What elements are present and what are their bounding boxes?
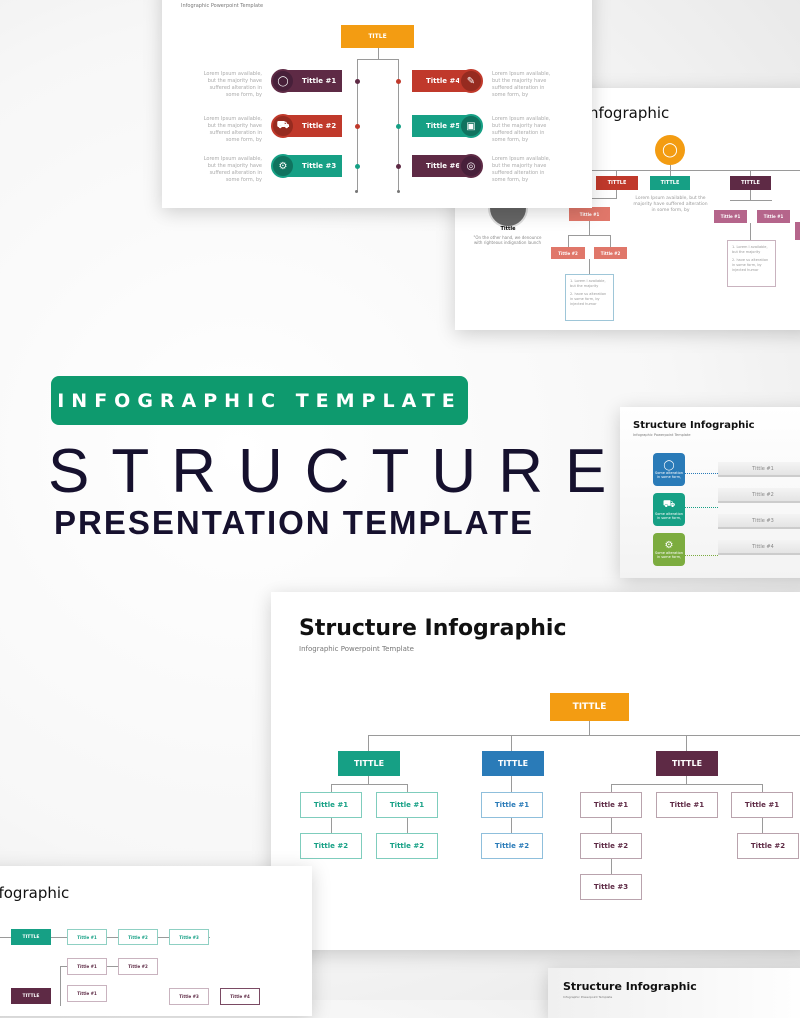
org-leaf: Tittle #1 [67, 985, 107, 1002]
slide-preview-bottom: Structure Infographic Infographic Powerp… [548, 968, 800, 1018]
org-leaf: Tittle #3 [169, 988, 209, 1005]
slide-title: Structure Infographic [633, 420, 755, 431]
org-leaf: Tittle #2 [300, 833, 362, 859]
item-description: Lorem Ipsum available, but the majority … [203, 156, 262, 183]
gear-icon: ⚙ [271, 154, 295, 178]
slide-preview-org-chart: Structure Infographic Infographic Powerp… [271, 592, 800, 950]
org-node: Tittle #2 [594, 247, 627, 259]
org-node: Tittle #1 [757, 210, 790, 223]
pill-label: Tittle #1 [302, 77, 337, 85]
org-leaf: Tittle #1 [481, 792, 543, 818]
pill-label: Tittle #5 [426, 122, 461, 130]
list-item: 1. Lorem I available, but the majority [732, 245, 768, 254]
card-text: Some alteration in some form, [655, 512, 683, 520]
org-root: TITLE [341, 25, 414, 48]
pill-label: Tittle #3 [302, 162, 337, 170]
globe-icon: ◎ [459, 154, 483, 178]
org-node: Tittle #1 [714, 210, 747, 223]
card-text: Some alteration in some form, [655, 551, 683, 559]
org-leaf: Tittle #1 [656, 792, 718, 818]
headline-sub: PRESENTATION TEMPLATE [54, 504, 535, 541]
org-node-plum: TITTLE [656, 751, 718, 776]
pill-item-4: Tittle #4✎ [412, 69, 483, 93]
lightbulb-icon: ◯ [655, 135, 685, 165]
list-item: 1. Lorem I available, but the majority [570, 279, 606, 288]
pill-label: Tittle #2 [302, 122, 337, 130]
list-box: 1. Lorem I available, but the majority 2… [565, 274, 614, 321]
org-leaf: Tittle #2 [118, 958, 158, 975]
org-leaf: Tittle #1 [731, 792, 793, 818]
list-bar: Tittle #1 [718, 462, 800, 477]
item-description: Lorem Ipsum available, but the majority … [203, 116, 262, 143]
slide-preview-pill-structure: Infographic Powerpoint Template TITLE Lo… [162, 0, 592, 208]
org-node-teal: TITTLE [11, 929, 51, 945]
headline-main: STRUCTURE [48, 437, 629, 506]
pill-item-1: ◯ Tittle #1 [271, 69, 342, 93]
org-node-teal: TITTLE [338, 751, 400, 776]
list-item: 2. have su alteration in some form, by i… [732, 258, 769, 272]
item-description: Lorem Ipsum available, but the majority … [492, 156, 551, 183]
pill-label: Tittle #6 [426, 162, 461, 170]
pill-item-6: Tittle #6◎ [412, 154, 483, 178]
org-node [795, 222, 800, 240]
category-badge: INFOGRAPHIC TEMPLATE [51, 376, 468, 425]
org-node: TITTLE [650, 176, 690, 190]
list-box: 1. Lorem I available, but the majority 2… [727, 240, 776, 287]
slide-preview-horizontal-tree: Structure Infographic TITTLE Tittle #1 T… [0, 866, 312, 1016]
person-quote: "On the other hand, we denounce with rig… [473, 235, 542, 245]
org-leaf: Tittle #2 [376, 833, 438, 859]
slide-title: Structure Infographic [299, 616, 567, 641]
truck-icon: ⛟ [271, 114, 295, 138]
pill-label: Tittle #4 [426, 77, 461, 85]
org-leaf: Tittle #2 [481, 833, 543, 859]
slide2-content: Structure Infographic ◯ TITTLE TITTLE TI… [455, 88, 800, 330]
node-description: Lorem Ipsum available, but the majority … [633, 196, 708, 213]
org-root: TITTLE [550, 693, 629, 721]
slide-subtitle: Infographic Powerpoint Template [563, 995, 613, 999]
slide-subtitle: Infographic Powerpoint Template [299, 645, 414, 653]
org-leaf: Tittle #1 [67, 929, 107, 945]
slide-title: Structure Infographic [563, 980, 697, 993]
pill-item-5: Tittle #5▣ [412, 114, 483, 138]
slide-subtitle: Infographic Powerpoint Template [633, 433, 691, 437]
slide-subtitle: Infographic Powerpoint Template [181, 3, 264, 9]
org-node-plum: TITTLE [11, 988, 51, 1004]
org-node: Tittle #2 [551, 247, 585, 259]
pill-item-3: ⚙ Tittle #3 [271, 154, 342, 178]
org-node: Tittle #1 [569, 207, 610, 221]
card-blue: ◯Some alteration in some form, [653, 453, 685, 486]
org-node-blue: TITTLE [482, 751, 544, 776]
org-leaf: Tittle #1 [376, 792, 438, 818]
list-bar: Tittle #3 [718, 514, 800, 529]
org-leaf: Tittle #1 [67, 958, 107, 975]
org-leaf: Tittle #1 [580, 792, 642, 818]
org-leaf: Tittle #2 [737, 833, 799, 859]
card-text: Some alteration in some form, [655, 471, 683, 479]
list-bar: Tittle #2 [718, 488, 800, 503]
item-description: Lorem Ipsum available, but the majority … [203, 71, 262, 98]
card-teal: ⛟ Some alteration in some form, [653, 493, 685, 526]
card-green: ⚙Some alteration in some form, [653, 533, 685, 566]
item-description: Lorem Ipsum available, but the majority … [492, 71, 551, 98]
org-leaf: Tittle #4 [220, 988, 260, 1005]
pill-item-2: ⛟ Tittle #2 [271, 114, 342, 138]
slide-title: Structure Infographic [0, 884, 70, 902]
lightbulb-icon: ◯ [663, 460, 675, 471]
person-name: Tittle [500, 226, 516, 232]
org-node: TITTLE [596, 176, 638, 190]
list-bar: Tittle #4 [718, 540, 800, 555]
org-leaf: Tittle #2 [580, 833, 642, 859]
truck-icon: ⛟ [662, 499, 676, 510]
org-leaf: Tittle #2 [118, 929, 158, 945]
item-description: Lorem Ipsum available, but the majority … [492, 116, 551, 143]
lightbulb-icon: ◯ [271, 69, 295, 93]
gear-icon: ⚙ [664, 540, 674, 551]
org-leaf: Tittle #3 [580, 874, 642, 900]
list-item: 2. have su alteration in some form, by i… [570, 292, 607, 306]
pencil-icon: ✎ [459, 69, 483, 93]
wallet-icon: ▣ [459, 114, 483, 138]
org-leaf: Tittle #3 [169, 929, 209, 945]
org-node: TITTLE [730, 176, 771, 190]
org-leaf: Tittle #1 [300, 792, 362, 818]
